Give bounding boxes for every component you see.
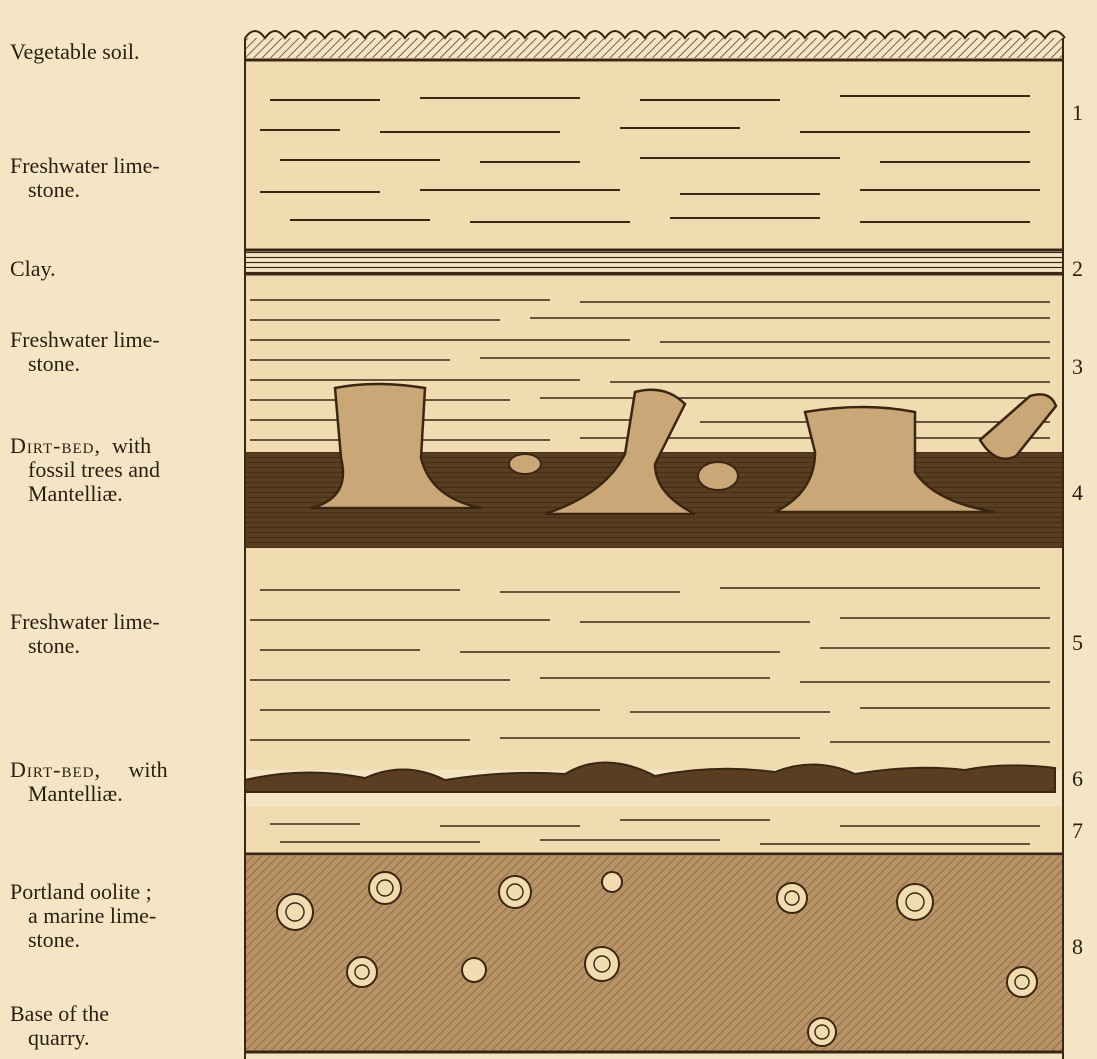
layer-2-clay: [245, 250, 1063, 274]
label-clay: Clay.: [10, 257, 238, 281]
ammonite-fossil: [1007, 967, 1037, 997]
layer-5-freshwater-limestone: [245, 548, 1063, 770]
layer-vegetable-soil: [245, 31, 1065, 60]
layer-number-8: 8: [1072, 934, 1083, 960]
layer-number-6: 6: [1072, 766, 1083, 792]
label-freshwater-limestone-3: Freshwater lime- stone.: [10, 610, 238, 658]
layer-number-column: 1 2 3 4 5 6 7 8: [1068, 0, 1097, 1059]
label-dirt-bed-fossil-trees: Dirt-bed, with fossil trees and Mantelli…: [10, 434, 238, 506]
ammonite-fossil: [897, 884, 933, 920]
layer-number-1: 1: [1072, 100, 1083, 126]
layer-7-freshwater-limestone: [245, 806, 1063, 854]
layer-number-3: 3: [1072, 354, 1083, 380]
layer-number-2: 2: [1072, 256, 1083, 282]
layer-1-freshwater-limestone: [245, 62, 1063, 250]
ammonite-fossil: [462, 958, 486, 982]
layer-number-4: 4: [1072, 480, 1083, 506]
label-portland-oolite: Portland oolite ; a marine lime- stone.: [10, 880, 238, 952]
ammonite-fossil: [277, 894, 313, 930]
ammonite-fossil: [369, 872, 401, 904]
label-freshwater-limestone-2: Freshwater lime- stone.: [10, 328, 238, 376]
ammonite-fossil: [777, 883, 807, 913]
quarry-section-drawing: [240, 20, 1068, 1059]
layer-number-7: 7: [1072, 818, 1083, 844]
label-vegetable-soil: Vegetable soil.: [10, 40, 238, 64]
label-base-of-quarry: Base of the quarry.: [10, 1002, 238, 1050]
mantellia-fossil: [698, 462, 738, 490]
stratum-labels: Vegetable soil. Freshwater lime- stone. …: [0, 0, 240, 1059]
layer-number-5: 5: [1072, 630, 1083, 656]
mantellia-fossil: [509, 454, 541, 474]
ammonite-fossil: [347, 957, 377, 987]
ammonite-fossil: [602, 872, 622, 892]
layer-8-portland-oolite: [245, 856, 1063, 1052]
ammonite-fossil: [808, 1018, 836, 1046]
label-dirt-bed-mantelliae: Dirt-bed, with Mantelliæ.: [10, 758, 238, 806]
ammonite-fossil: [499, 876, 531, 908]
ammonite-fossil: [585, 947, 619, 981]
label-freshwater-limestone-1: Freshwater lime- stone.: [10, 154, 238, 202]
